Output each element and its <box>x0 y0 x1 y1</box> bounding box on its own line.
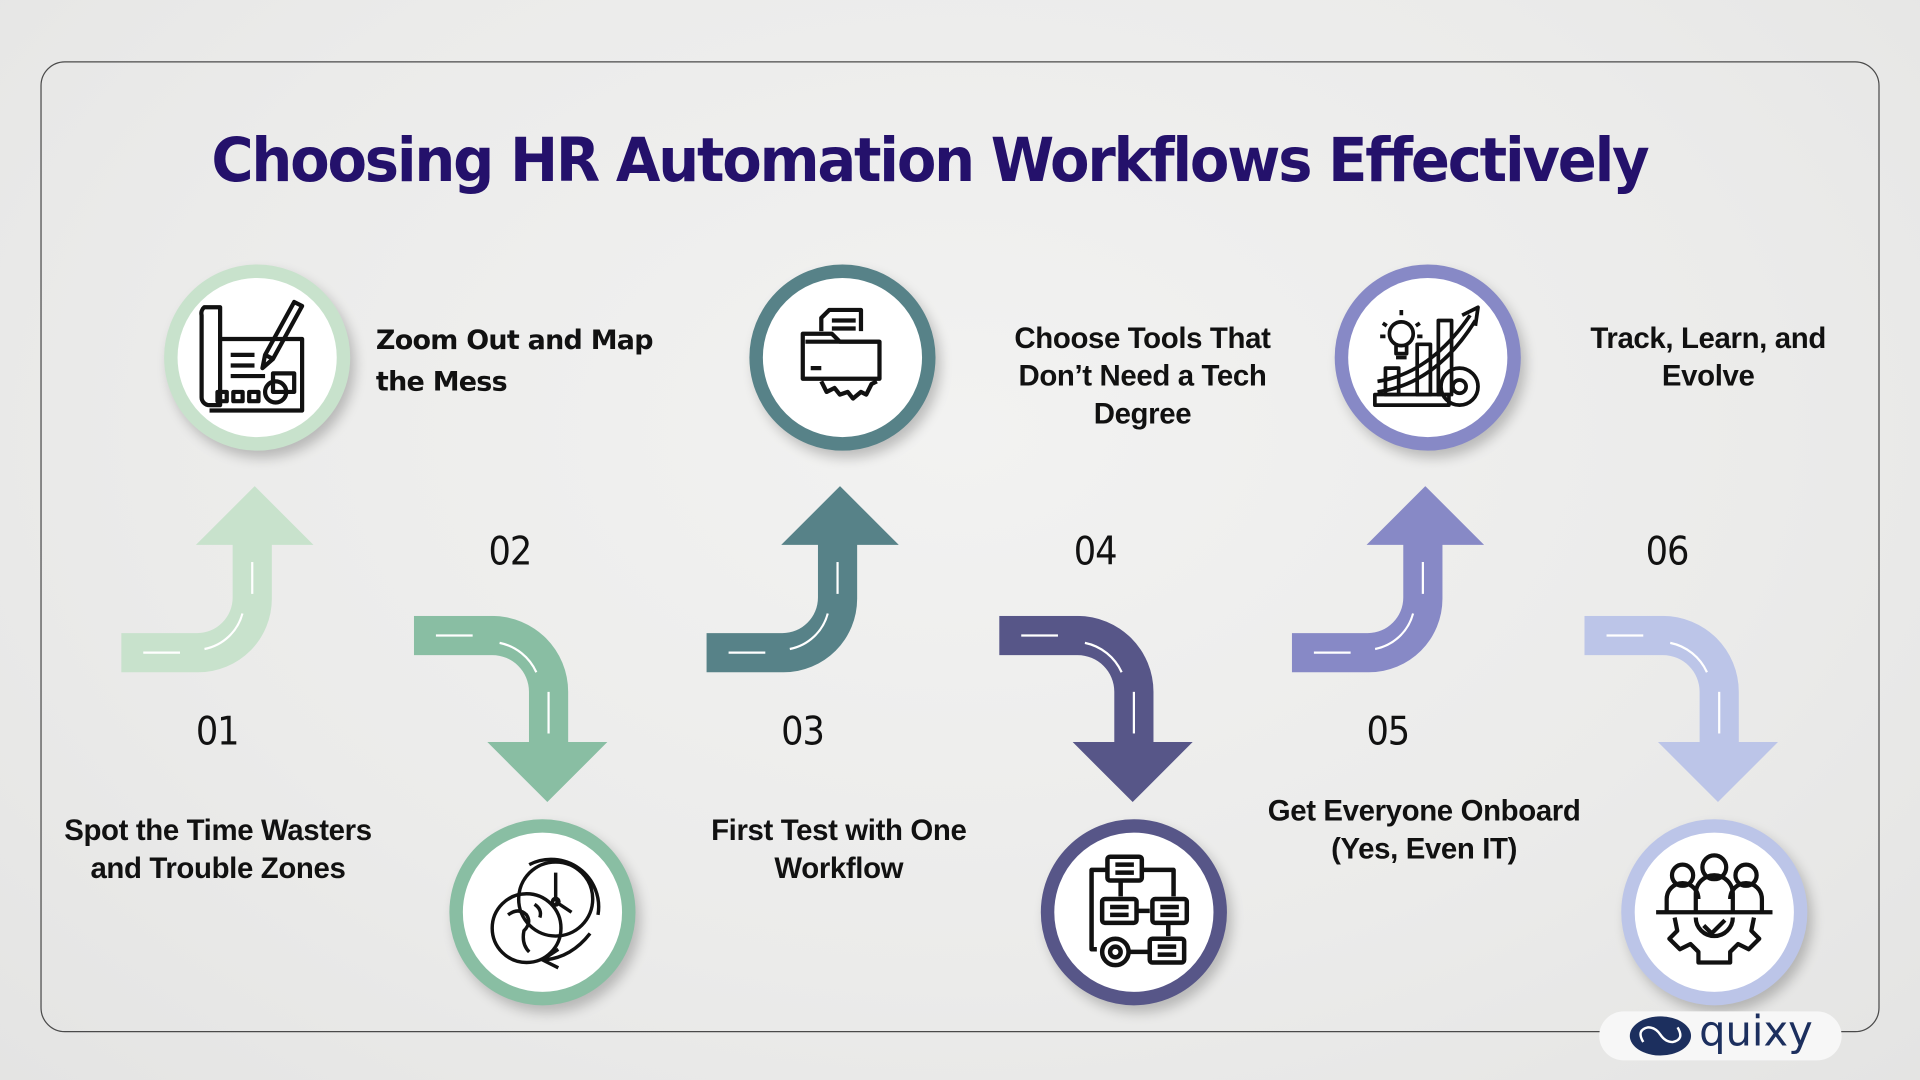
step-01-label: Spot the Time Wasters and Trouble Zones <box>64 814 372 886</box>
step-icon-circle-folder <box>749 264 936 451</box>
up-arrow-03 <box>706 486 899 673</box>
step-04-label: Choose Tools That Don’t Need a Tech Degr… <box>1014 322 1271 432</box>
down-arrow-02 <box>413 615 608 803</box>
down-arrow-06 <box>1584 615 1778 803</box>
team-gear-check-icon <box>1656 853 1773 965</box>
step-icon-circle-globe-clock <box>449 819 636 1006</box>
step-icon-circle-workflow <box>1040 819 1227 1006</box>
step-03-number: 03 <box>781 707 825 755</box>
folder-gear-icon <box>800 307 882 401</box>
step-04-number: 04 <box>1073 527 1118 575</box>
down-arrow-04 <box>999 615 1193 803</box>
step-05-number: 05 <box>1366 707 1410 755</box>
step-06-number: 06 <box>1645 527 1690 575</box>
page-title: Choosing HR Automation Workflows Effecti… <box>211 125 1649 197</box>
step-03-label: First Test with One Workflow <box>711 814 967 886</box>
growth-chart-gear-icon <box>1373 305 1480 408</box>
step-icon-circle-growth <box>1334 264 1521 451</box>
quixy-logo: quixy <box>1599 1007 1842 1061</box>
step-02-label: Zoom Out and Map the Mess <box>375 325 654 398</box>
content-frame <box>40 61 1880 1033</box>
step-02-number: 02 <box>488 527 532 575</box>
step-05-label: Get Everyone Onboard (Yes, Even IT) <box>1267 794 1581 866</box>
up-arrow-01 <box>121 486 314 673</box>
quixy-logo-mark-icon <box>1629 1016 1691 1056</box>
workflow-diagram-icon <box>1089 854 1190 968</box>
step-icon-circle-team <box>1621 819 1808 1006</box>
blueprint-pencil-icon <box>199 299 305 413</box>
globe-clock-icon <box>490 857 601 970</box>
step-01-number: 01 <box>195 707 240 755</box>
step-06-label: Track, Learn, and Evolve <box>1590 322 1826 394</box>
step-icon-circle-blueprint <box>164 264 351 451</box>
up-arrow-05 <box>1291 486 1485 673</box>
logo-text: quixy <box>1699 1007 1813 1057</box>
